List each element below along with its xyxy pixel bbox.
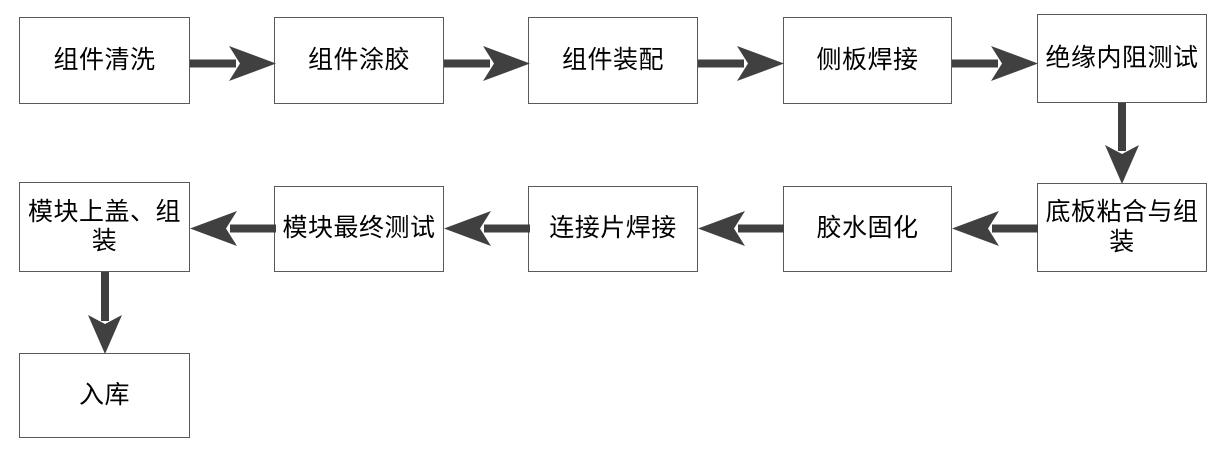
flow-node-side-plate-welding[interactable]: 侧板焊接 (783, 17, 952, 104)
flow-node-label: 胶水固化 (816, 215, 919, 243)
flow-node-module-final-test[interactable]: 模块最终测试 (274, 186, 444, 272)
flow-node-label: 组件清洗 (53, 46, 156, 74)
flow-node-label: 底板粘合与组装 (1045, 199, 1199, 256)
flow-arrow-glue-curing-to-busbar-welding (698, 209, 784, 249)
flow-arrow-baseplate-bonding-to-glue-curing (952, 209, 1038, 249)
flow-node-baseplate-bonding-assembly[interactable]: 底板粘合与组装 (1037, 183, 1207, 272)
flow-arrow-gluing-to-assembly (444, 44, 530, 84)
flow-arrow-side-plate-welding-to-insulation-test (952, 44, 1038, 84)
flow-node-label: 入库 (78, 381, 130, 409)
flow-arrow-assembly-to-side-plate-welding (698, 44, 784, 84)
flow-node-label: 模块上盖、组装 (27, 198, 181, 256)
flow-arrow-module-final-test-to-cover-assembly (190, 209, 276, 249)
flow-arrow-cleaning-to-gluing (190, 44, 276, 84)
flow-node-label: 侧板焊接 (816, 46, 919, 74)
flow-node-glue-curing[interactable]: 胶水固化 (783, 186, 952, 272)
flow-arrow-busbar-welding-to-module-final-test (444, 209, 530, 249)
flow-node-module-cover-assembly[interactable]: 模块上盖、组装 (19, 182, 190, 272)
flow-node-busbar-welding[interactable]: 连接片焊接 (528, 186, 698, 272)
flow-node-label: 组件装配 (561, 46, 664, 74)
flow-arrow-insulation-test-to-baseplate-bonding (1102, 103, 1142, 184)
flow-node-warehousing[interactable]: 入库 (19, 353, 190, 438)
flow-node-label: 连接片焊接 (549, 215, 677, 243)
flow-node-component-gluing[interactable]: 组件涂胶 (274, 17, 444, 104)
flow-node-label: 模块最终测试 (282, 215, 436, 243)
flow-node-component-cleaning[interactable]: 组件清洗 (19, 17, 190, 104)
flow-node-component-assembly[interactable]: 组件装配 (528, 17, 698, 104)
flow-node-label: 组件涂胶 (307, 46, 410, 74)
flow-node-insulation-resistance-test[interactable]: 绝缘内阻测试 (1037, 14, 1207, 103)
flow-node-label: 绝缘内阻测试 (1045, 44, 1199, 72)
flow-arrow-cover-assembly-to-warehousing (85, 272, 125, 354)
